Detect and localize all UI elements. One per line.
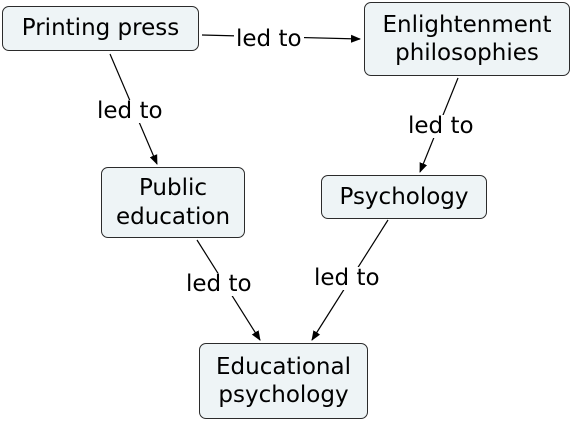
- edge-label-enlightenment-to-psychology: led to: [406, 113, 476, 139]
- node-public-education: Public education: [101, 167, 245, 238]
- node-enlightenment-philosophies: Enlightenment philosophies: [364, 2, 570, 76]
- edge-label-printing-press-to-enlightenment: led to: [234, 26, 304, 52]
- node-educational-psychology: Educational psychology: [199, 343, 368, 419]
- edge-label-psychology-to-educational-psychology: led to: [312, 265, 382, 291]
- edge-label-printing-press-to-public-education: led to: [95, 98, 165, 124]
- edge-label-public-education-to-educational-psychology: led to: [184, 271, 254, 297]
- node-printing-press: Printing press: [2, 6, 199, 51]
- node-psychology: Psychology: [321, 175, 487, 219]
